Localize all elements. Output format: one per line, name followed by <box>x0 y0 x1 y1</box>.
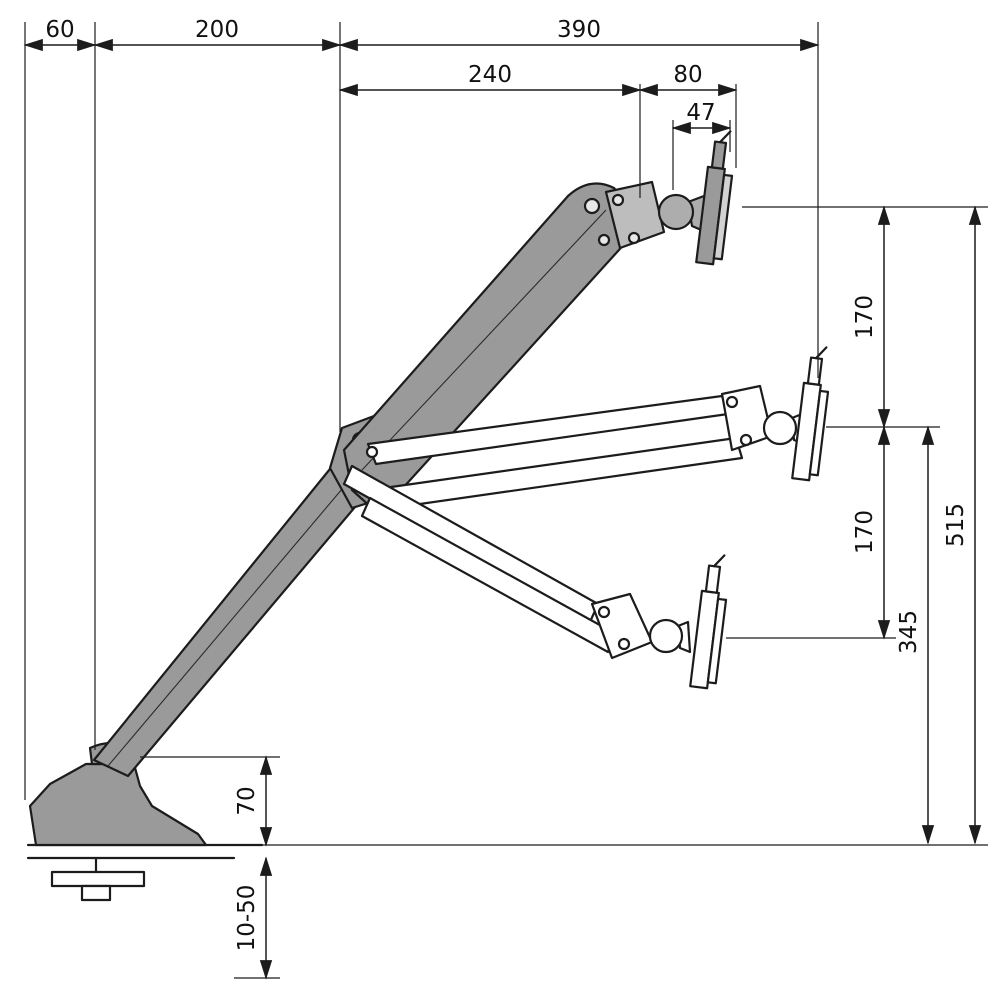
clamp-screw-knob <box>80 884 112 902</box>
bottom-head-pivot-a <box>597 605 611 619</box>
head-upper-pivot-screw <box>583 197 601 215</box>
vesa-plate-top-tab <box>710 140 728 170</box>
ball-joint-middle <box>762 410 798 446</box>
dim-label-60: 60 <box>45 17 74 43</box>
head-pivot-b <box>627 231 641 245</box>
vesa-plate-top <box>695 130 734 266</box>
dimension-lines <box>23 38 982 980</box>
bottom-lower-link <box>360 496 618 654</box>
vesa-plate-bottom-face <box>706 597 728 685</box>
vesa-plate-middle-tab <box>806 356 824 386</box>
head-pivot-a <box>611 193 625 207</box>
dim-label-80: 80 <box>673 62 702 88</box>
vesa-plate-middle-face <box>808 389 830 477</box>
clamp-base <box>28 762 208 847</box>
dim-label-390: 390 <box>557 17 601 43</box>
middle-head-pivot-b <box>739 433 753 447</box>
middle-head-pivot-a <box>725 395 739 409</box>
head-lower-pivot-screw <box>597 233 611 247</box>
ball-joint-bottom <box>648 618 684 654</box>
upper-arm-seam-line <box>361 209 607 471</box>
ball-joint-top <box>657 193 695 231</box>
dimension-labels: 60 200 390 240 80 47 170 170 345 515 70 … <box>45 17 969 951</box>
vesa-plate-bottom <box>689 554 728 690</box>
arm-middle-position <box>365 346 830 510</box>
dim-label-170-bottom: 170 <box>852 510 878 554</box>
dim-label-47: 47 <box>686 100 715 126</box>
dim-label-10-50: 10-50 <box>234 885 260 952</box>
clamp-lower-jaw <box>50 870 146 888</box>
dim-label-70: 70 <box>234 786 260 815</box>
lower-arm-seam-line <box>107 481 349 767</box>
arm-bottom-position <box>342 464 728 690</box>
bottom-head-pivot-b <box>617 637 631 651</box>
vesa-plate-bottom-tab <box>704 564 722 594</box>
dim-label-345: 345 <box>896 610 922 654</box>
vesa-plate-top-face <box>712 173 734 261</box>
dim-label-170-top: 170 <box>852 295 878 339</box>
dim-label-515: 515 <box>943 503 969 547</box>
middle-elbow-pivot <box>365 445 379 459</box>
dim-label-240: 240 <box>468 62 512 88</box>
vesa-plate-bottom-hook <box>712 554 726 568</box>
dim-label-200: 200 <box>195 17 239 43</box>
